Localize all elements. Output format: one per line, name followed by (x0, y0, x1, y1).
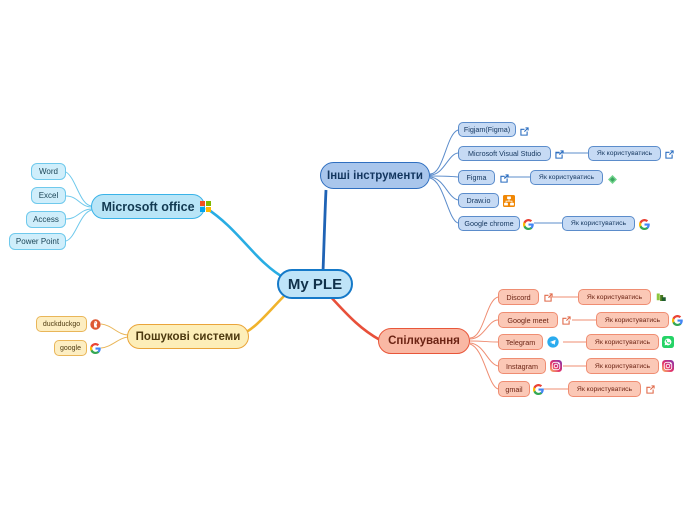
branch-spilkuvannya-label: Спілкування (388, 335, 460, 347)
whatsapp-icon (662, 335, 674, 353)
node-google[interactable]: google (54, 340, 87, 356)
node-gmail-how-to-use-label: Як користуватись (576, 385, 633, 393)
node-google-chrome-label: Google chrome (464, 219, 514, 228)
microsoft-logo-icon (200, 201, 211, 212)
node-gmail[interactable]: gmail (498, 381, 530, 397)
google-g-icon (671, 313, 683, 331)
node-instagram-label: Instagram (506, 361, 538, 371)
branch-microsoft-office[interactable]: Microsoft office (91, 194, 205, 219)
node-meet-how-to-use[interactable]: Як користуватись (596, 312, 669, 328)
node-drawio[interactable]: Draw.io (458, 193, 499, 208)
branch-spilkuvannya[interactable]: Спілкування (378, 328, 470, 354)
center-node-label: My PLE (287, 275, 343, 293)
node-power-point[interactable]: Power Point (9, 233, 66, 250)
google-g-icon (638, 217, 650, 235)
node-discord[interactable]: Discord (498, 289, 539, 305)
node-figjam-label: Figjam(Figma) (463, 125, 511, 134)
node-access[interactable]: Access (26, 211, 66, 228)
branch-poshukovi-systemy[interactable]: Пошукові системи (127, 324, 249, 349)
node-word[interactable]: Word (31, 163, 66, 180)
node-power-point-label: Power Point (15, 237, 60, 246)
node-microsoft-visual-studio[interactable]: Microsoft Visual Studio (458, 146, 551, 161)
external-link-icon[interactable] (499, 171, 510, 189)
duckduckgo-icon (90, 317, 101, 335)
node-instagram[interactable]: Instagram (498, 358, 546, 374)
external-link-icon[interactable] (554, 147, 565, 165)
node-microsoft-visual-studio-label: Microsoft Visual Studio (468, 149, 541, 158)
node-chrome-how-to-use-label: Як користуватись (570, 220, 627, 227)
center-node[interactable]: My PLE (277, 269, 353, 299)
node-excel-label: Excel (38, 191, 59, 200)
node-meet-how-to-use-label: Як користуватись (604, 316, 661, 324)
node-telegram-how-to-use-label: Як користуватись (594, 338, 651, 346)
node-discord-how-to-use-label: Як користуватись (586, 293, 643, 301)
google-g-icon (89, 341, 101, 359)
branch-inshi-instrumenty[interactable]: Інші інструменти (320, 162, 430, 189)
node-gmail-how-to-use[interactable]: Як користуватись (568, 381, 641, 397)
node-figma-how-to-use[interactable]: Як користуватись (530, 170, 603, 185)
instagram-icon (662, 359, 674, 377)
green-badge-icon (656, 291, 668, 309)
google-g-icon (532, 382, 544, 400)
external-link-icon[interactable] (519, 124, 530, 142)
figma-diamond-icon (607, 172, 618, 190)
node-figma-how-to-use-label: Як користуватись (538, 174, 595, 181)
node-google-meet-label: Google meet (507, 315, 549, 325)
node-vs-how-to-use[interactable]: Як користуватись (588, 146, 661, 161)
node-telegram-how-to-use[interactable]: Як користуватись (586, 334, 659, 350)
external-link-icon[interactable] (543, 290, 554, 308)
node-drawio-label: Draw.io (466, 196, 491, 205)
node-instagram-how-to-use[interactable]: Як користуватись (586, 358, 659, 374)
node-excel[interactable]: Excel (31, 187, 66, 204)
external-link-icon[interactable] (645, 382, 656, 400)
node-google-label: google (59, 344, 82, 352)
node-discord-how-to-use[interactable]: Як користуватись (578, 289, 651, 305)
node-google-meet[interactable]: Google meet (498, 312, 558, 328)
node-chrome-how-to-use[interactable]: Як користуватись (562, 216, 635, 231)
node-figma-label: Figma (466, 173, 487, 182)
drawio-icon (503, 194, 515, 212)
branch-inshi-instrumenty-label: Інші інструменти (327, 169, 423, 182)
node-google-chrome[interactable]: Google chrome (458, 216, 520, 231)
node-access-label: Access (33, 215, 59, 224)
node-gmail-label: gmail (505, 384, 523, 394)
telegram-icon (547, 335, 559, 353)
node-figma[interactable]: Figma (458, 170, 495, 185)
branch-poshukovi-systemy-label: Пошукові системи (135, 330, 241, 343)
node-vs-how-to-use-label: Як користуватись (596, 150, 653, 157)
node-telegram[interactable]: Telegram (498, 334, 543, 350)
node-instagram-how-to-use-label: Як користуватись (594, 362, 651, 370)
node-figjam[interactable]: Figjam(Figma) (458, 122, 516, 137)
external-link-icon[interactable] (664, 147, 675, 165)
google-g-icon (522, 217, 534, 235)
node-word-label: Word (39, 167, 58, 176)
branch-microsoft-office-label: Microsoft office (101, 199, 195, 214)
external-link-icon[interactable] (561, 313, 572, 331)
node-telegram-label: Telegram (505, 337, 536, 347)
node-discord-label: Discord (506, 292, 531, 302)
node-duckduckgo-label: duckduckgo (42, 320, 81, 328)
instagram-icon (550, 359, 562, 377)
node-duckduckgo[interactable]: duckduckgo (36, 316, 87, 332)
